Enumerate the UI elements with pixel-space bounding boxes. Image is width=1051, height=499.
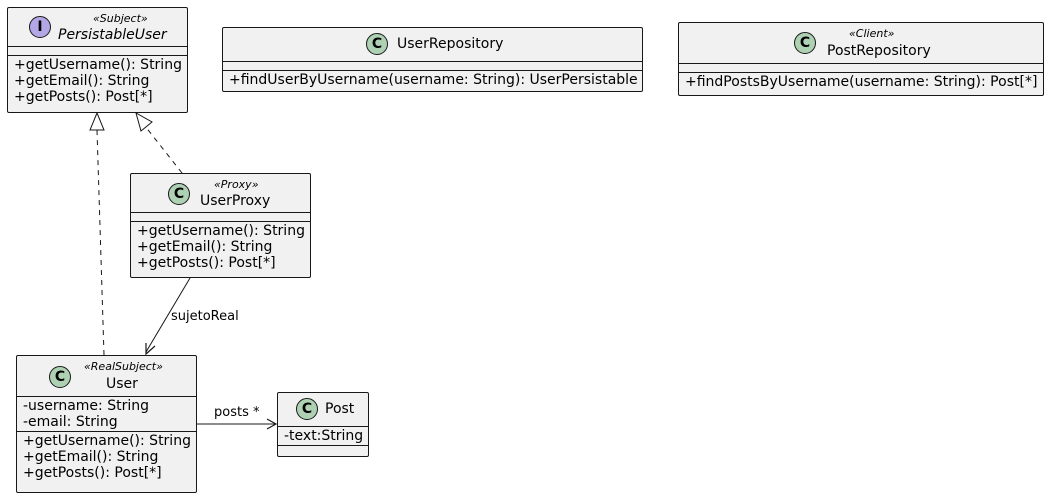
- class-icon: C: [366, 33, 388, 55]
- realization-proxy-line: [144, 125, 183, 174]
- class-userproxy-methods: +getUsername(): String +getEmail(): Stri…: [131, 221, 310, 272]
- class-post-methods: [278, 445, 368, 454]
- class-userproxy[interactable]: C «Proxy» UserProxy +getUsername(): Stri…: [130, 173, 311, 278]
- method-row: +getUsername(): String: [14, 57, 182, 73]
- method-row: +getEmail(): String: [23, 449, 159, 465]
- class-user[interactable]: C «RealSubject» User -username: String -…: [16, 355, 197, 493]
- class-user-fields: -username: String -email: String: [17, 396, 196, 431]
- method-row: +getPosts(): Post[*]: [137, 255, 276, 271]
- class-userrepository-fields: [223, 61, 642, 70]
- class-userrepository[interactable]: C UserRepository +findUserByUsername(use…: [222, 27, 643, 92]
- class-userrepository-header: C UserRepository: [223, 28, 642, 61]
- field-row: -text:String: [284, 428, 364, 444]
- realization-proxy-arrowhead: [135, 111, 153, 132]
- method-row: +findUserByUsername(username: String): U…: [229, 72, 638, 88]
- method-row: +findPostsByUsername(username: String): …: [685, 74, 1038, 90]
- class-userproxy-fields: [131, 212, 310, 221]
- relation-label-sujetoreal: sujetoReal: [171, 309, 239, 324]
- class-postrepository-fields: [679, 63, 1043, 72]
- class-user-header: C «RealSubject» User: [17, 356, 196, 396]
- class-user-stereotype: «RealSubject»: [84, 360, 163, 373]
- field-row: -email: String: [23, 414, 118, 430]
- class-post-fields: -text:String: [278, 426, 368, 445]
- class-post[interactable]: C Post -text:String: [277, 392, 369, 457]
- method-row: +getEmail(): String: [137, 239, 273, 255]
- class-userproxy-header: C «Proxy» UserProxy: [131, 174, 310, 212]
- class-persistableuser-header: I «Subject» PersistableUser: [8, 8, 187, 46]
- class-persistableuser-fields: [8, 46, 187, 55]
- class-userrepository-name: UserRepository: [397, 36, 504, 52]
- class-icon: C: [296, 398, 318, 420]
- class-persistableuser-name: PersistableUser: [58, 27, 167, 43]
- class-userproxy-name: UserProxy: [200, 193, 271, 209]
- association-posts-arrowhead: [266, 418, 278, 430]
- class-icon: C: [794, 32, 816, 54]
- class-user-methods: +getUsername(): String +getEmail(): Stri…: [17, 431, 196, 482]
- class-icon: C: [49, 366, 71, 388]
- class-persistableuser-methods: +getUsername(): String +getEmail(): Stri…: [8, 55, 187, 106]
- realization-user-line: [96, 129, 105, 356]
- class-postrepository-header: C «Client» PostRepository: [679, 23, 1043, 63]
- class-postrepository-stereotype: «Client»: [849, 27, 895, 40]
- class-userrepository-methods: +findUserByUsername(username: String): U…: [223, 70, 642, 89]
- association-sujetoreal-line: [145, 277, 191, 353]
- method-row: +getEmail(): String: [14, 73, 150, 89]
- class-post-name: Post: [325, 401, 355, 417]
- method-row: +getUsername(): String: [23, 433, 191, 449]
- association-sujetoreal-arrowhead: [145, 343, 156, 356]
- field-row: -username: String: [23, 398, 149, 414]
- realization-user-arrowhead: [89, 111, 105, 131]
- interface-icon: I: [29, 16, 51, 38]
- class-postrepository-name: PostRepository: [827, 43, 931, 59]
- method-row: +getPosts(): Post[*]: [23, 465, 162, 481]
- class-user-name: User: [106, 376, 138, 392]
- class-post-header: C Post: [278, 393, 368, 426]
- method-row: +getUsername(): String: [137, 223, 305, 239]
- class-postrepository-methods: +findPostsByUsername(username: String): …: [679, 72, 1043, 91]
- relation-label-posts: posts *: [214, 405, 260, 420]
- class-persistableuser-stereotype: «Subject»: [93, 12, 148, 25]
- method-row: +getPosts(): Post[*]: [14, 89, 153, 105]
- class-postrepository[interactable]: C «Client» PostRepository +findPostsByUs…: [678, 22, 1044, 96]
- class-userproxy-stereotype: «Proxy»: [214, 178, 259, 191]
- class-persistableuser[interactable]: I «Subject» PersistableUser +getUsername…: [7, 7, 188, 113]
- class-icon: C: [168, 183, 190, 205]
